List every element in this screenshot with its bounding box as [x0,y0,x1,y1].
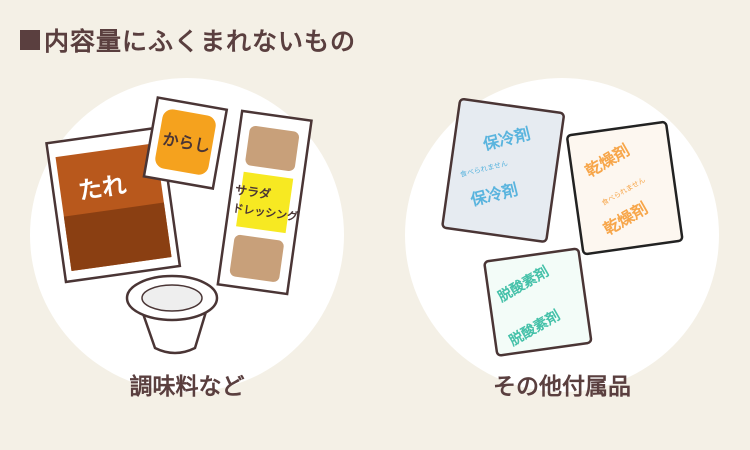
dressing-label-1: サラダ [234,182,272,202]
cold-pack: 保冷剤 保冷剤 食べられません [441,97,565,243]
dressing-packet: サラダ ドレッシング [216,109,313,296]
section-title: 内容量にふくまれないもの [20,22,356,58]
oxygen-absorber-pack: 脱酸素剤 脱酸素剤 [483,247,593,357]
section-title-text: 内容量にふくまれないもの [44,27,357,56]
tare-label: たれ [77,171,128,205]
sauce-cup [125,274,219,355]
left-caption: 調味料など [130,373,245,400]
right-caption: その他付属品 [493,374,631,400]
desiccant-pack: 乾燥剤 乾燥剤 食べられません [566,120,684,256]
karashi-packet: からし [142,96,229,190]
square-bullet-icon [20,30,40,50]
